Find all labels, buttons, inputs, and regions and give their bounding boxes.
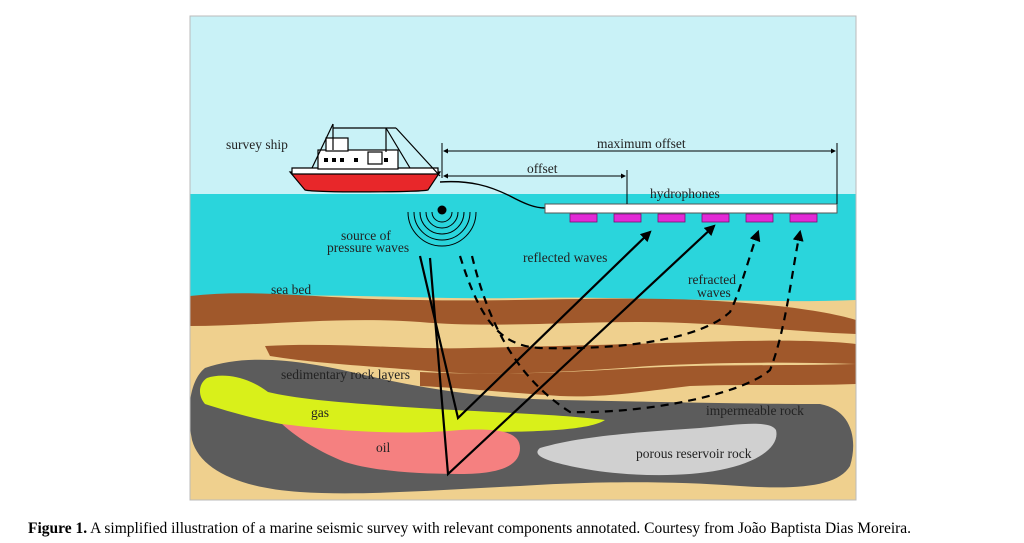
hydrophone [657,213,686,223]
source-point [437,205,447,215]
hydrophones [569,213,818,223]
offset-dimension [443,170,628,204]
reflected-ray [418,230,652,421]
label-maximum-offset: maximum offset [597,136,686,151]
hydrophone-streamer [544,203,838,214]
ship-windows [324,158,388,162]
hydrophone [569,213,598,223]
hydrophone [745,213,774,223]
refracted-ray [470,229,804,414]
marine-seismic-survey-diagram: survey ship maximum offset offset hydrop… [189,15,857,501]
survey-ship [288,123,442,193]
refracted-ray [458,229,761,350]
sea-bed-layer [190,293,856,334]
label-refracted-line1: refracted [688,272,736,287]
caption-text: A simplified illustration of a marine se… [90,520,912,537]
label-porous-reservoir-rock: porous reservoir rock [636,446,752,461]
sedimentary-band-lower [420,364,856,397]
pressure-source [407,211,477,247]
refracted-waves [458,229,804,414]
ship-funnel [367,151,383,165]
label-impermeable-rock: impermeable rock [706,403,804,418]
label-gas: gas [311,405,329,420]
label-source-line1: source of [341,228,391,243]
caption-label: Figure 1. [28,520,88,537]
label-sedimentary-rock-layers: sedimentary rock layers [281,367,410,382]
maximum-offset-dimension [441,143,838,204]
porous-reservoir-rock [537,423,777,476]
ship-hull [288,171,442,193]
gas-pocket [199,375,605,434]
label-oil: oil [376,440,391,455]
ship-bridge [325,137,349,152]
diagram-frame [189,15,857,501]
reflected-ray [428,224,716,477]
label-hydrophones: hydrophones [650,186,720,201]
streamer-cable [439,180,546,209]
reflected-waves [418,224,716,477]
sky [190,16,856,196]
hydrophone [789,213,818,223]
label-refracted-line2: waves [697,285,731,300]
ship-rigging [311,123,441,177]
hydrophone [613,213,642,223]
label-survey-ship: survey ship [226,137,288,152]
label-source-line2: pressure waves [327,240,409,255]
figure-caption: Figure 1. A simplified illustration of a… [28,520,1024,538]
sedimentary-band-upper [265,340,856,374]
label-offset: offset [527,161,558,176]
hydrophone [701,213,730,223]
label-reflected-waves: reflected waves [523,250,607,265]
label-sea-bed: sea bed [271,282,311,297]
